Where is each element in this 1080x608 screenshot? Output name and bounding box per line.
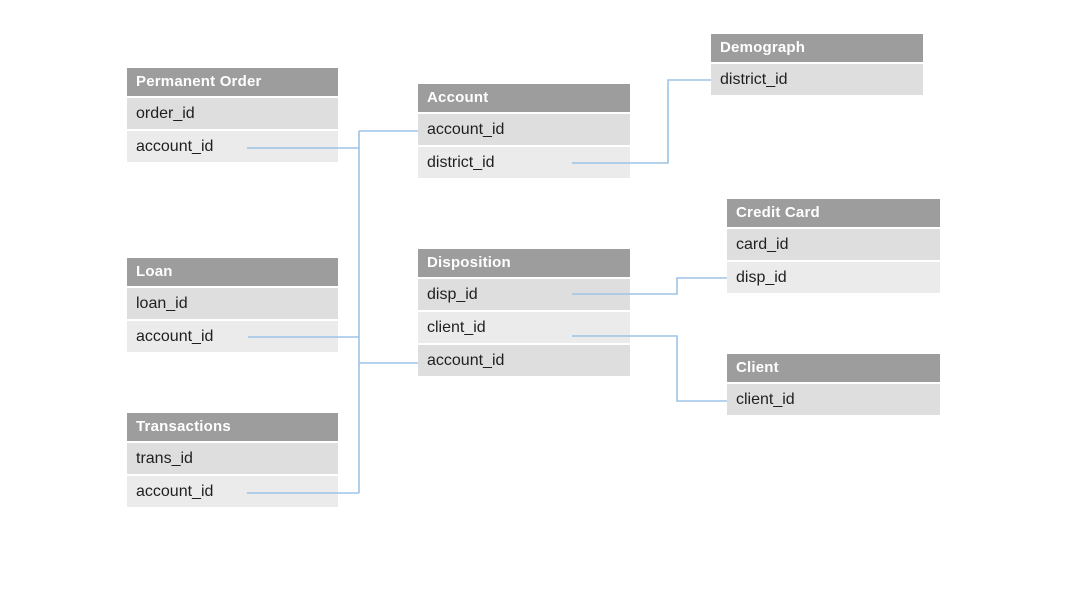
field-account-district_id: district_id [418, 147, 630, 178]
field-credit-card-disp_id: disp_id [727, 262, 940, 293]
field-credit-card-card_id: card_id [727, 229, 940, 260]
table-header-account: Account [418, 84, 630, 112]
field-permanent-order-order_id: order_id [127, 98, 338, 129]
field-loan-account_id: account_id [127, 321, 338, 352]
table-header-demograph: Demograph [711, 34, 923, 62]
field-transactions-account_id: account_id [127, 476, 338, 507]
table-header-disposition: Disposition [418, 249, 630, 277]
table-header-transactions: Transactions [127, 413, 338, 441]
table-header-client: Client [727, 354, 940, 382]
field-disposition-client_id: client_id [418, 312, 630, 343]
field-demograph-district_id: district_id [711, 64, 923, 95]
table-header-permanent-order: Permanent Order [127, 68, 338, 96]
field-account-account_id: account_id [418, 114, 630, 145]
table-header-loan: Loan [127, 258, 338, 286]
table-header-credit-card: Credit Card [727, 199, 940, 227]
field-disposition-disp_id: disp_id [418, 279, 630, 310]
field-client-client_id: client_id [727, 384, 940, 415]
field-permanent-order-account_id: account_id [127, 131, 338, 162]
field-transactions-trans_id: trans_id [127, 443, 338, 474]
field-disposition-account_id: account_id [418, 345, 630, 376]
field-loan-loan_id: loan_id [127, 288, 338, 319]
